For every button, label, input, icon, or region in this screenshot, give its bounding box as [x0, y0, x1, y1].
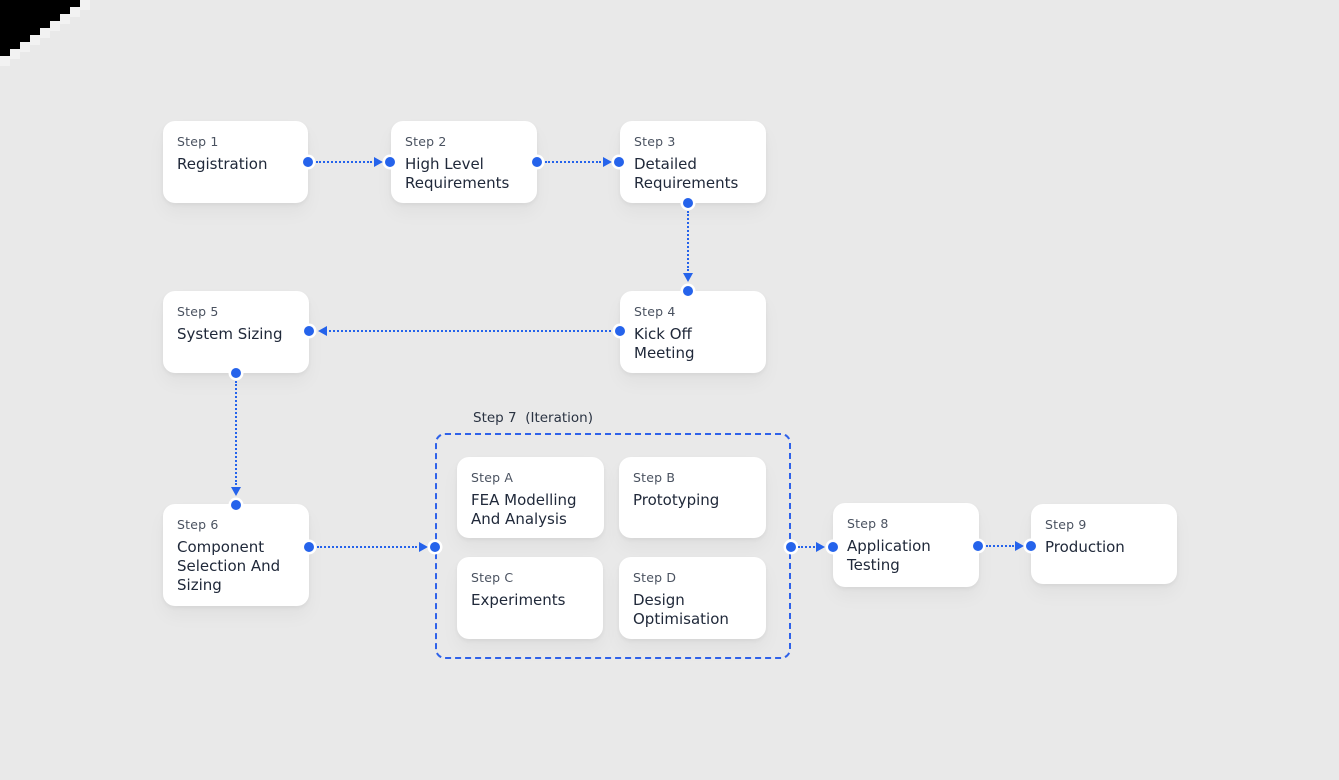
node-stepB-prototyping: Step B Prototyping [619, 457, 766, 538]
node-step-label: Step C [471, 570, 514, 585]
connector-dot [304, 542, 314, 552]
node-step-title: Prototyping [633, 491, 720, 509]
node-step8-application-testing: Step 8 Application Testing [833, 503, 979, 587]
arrowhead-left-icon [318, 326, 327, 336]
node-step-label: Step 2 [405, 134, 447, 149]
node-step-label: Step 6 [177, 517, 219, 532]
arrowhead-down-icon [231, 487, 241, 496]
node-stepD-design-optimisation: Step D Design Optimisation [619, 557, 766, 639]
connector-dot [385, 157, 395, 167]
node-step-label: Step A [471, 470, 514, 485]
node-step5-system-sizing: Step 5 System Sizing [163, 291, 309, 373]
connector-dot [231, 368, 241, 378]
connector-line [545, 161, 601, 163]
connector-line [329, 330, 611, 332]
node-step-title: Detailed Requirements [634, 155, 739, 192]
node-stepC-experiments: Step C Experiments [457, 557, 603, 639]
connector-dot [304, 326, 314, 336]
connector-dot [786, 542, 796, 552]
node-step6-component-selection-and-sizing: Step 6 Component Selection And Sizing [163, 504, 309, 606]
node-step-title: System Sizing [177, 325, 283, 343]
connector-dot [614, 157, 624, 167]
arrowhead-right-icon [419, 542, 428, 552]
arrowhead-right-icon [1015, 541, 1024, 551]
connector-dot [532, 157, 542, 167]
node-step-label: Step B [633, 470, 676, 485]
node-step-title: Production [1045, 538, 1125, 556]
arrowhead-right-icon [603, 157, 612, 167]
corner-pixel-artifact [0, 0, 90, 66]
connector-dot [1026, 541, 1036, 551]
connector-line [687, 211, 689, 271]
connector-line [317, 546, 417, 548]
connector-line [235, 381, 237, 485]
connector-line [798, 546, 815, 548]
node-step-title: High Level Requirements [405, 155, 510, 192]
arrowhead-right-icon [374, 157, 383, 167]
connector-dot [615, 326, 625, 336]
connector-dot [683, 286, 693, 296]
node-step-title: FEA Modelling And Analysis [471, 491, 577, 528]
node-step-title: Kick Off Meeting [634, 325, 695, 362]
node-step9-production: Step 9 Production [1031, 504, 1177, 584]
node-step-label: Step 8 [847, 516, 889, 531]
node-step1-registration: Step 1 Registration [163, 121, 308, 203]
connector-dot [303, 157, 313, 167]
node-stepA-fea-modelling-and-analysis: Step A FEA Modelling And Analysis [457, 457, 604, 538]
node-step-label: Step 3 [634, 134, 676, 149]
arrowhead-right-icon [816, 542, 825, 552]
node-step-title: Experiments [471, 591, 566, 609]
connector-dot [683, 198, 693, 208]
arrowhead-down-icon [683, 273, 693, 282]
iteration-group-label: Step 7 (Iteration) [473, 410, 593, 426]
connector-dot [430, 542, 440, 552]
node-step-title: Component Selection And Sizing [177, 538, 281, 594]
connector-dot [231, 500, 241, 510]
node-step-label: Step 4 [634, 304, 676, 319]
node-step-label: Step 9 [1045, 517, 1087, 532]
node-step2-high-level-requirements: Step 2 High Level Requirements [391, 121, 537, 203]
node-step-label: Step D [633, 570, 677, 585]
node-step3-detailed-requirements: Step 3 Detailed Requirements [620, 121, 766, 203]
node-step-title: Registration [177, 155, 268, 173]
connector-line [986, 545, 1014, 547]
connector-dot [973, 541, 983, 551]
node-step-title: Application Testing [847, 537, 931, 574]
node-step-title: Design Optimisation [633, 591, 729, 628]
node-step-label: Step 1 [177, 134, 219, 149]
node-step-label: Step 5 [177, 304, 219, 319]
node-step4-kick-off-meeting: Step 4 Kick Off Meeting [620, 291, 766, 373]
connector-dot [828, 542, 838, 552]
connector-line [316, 161, 372, 163]
